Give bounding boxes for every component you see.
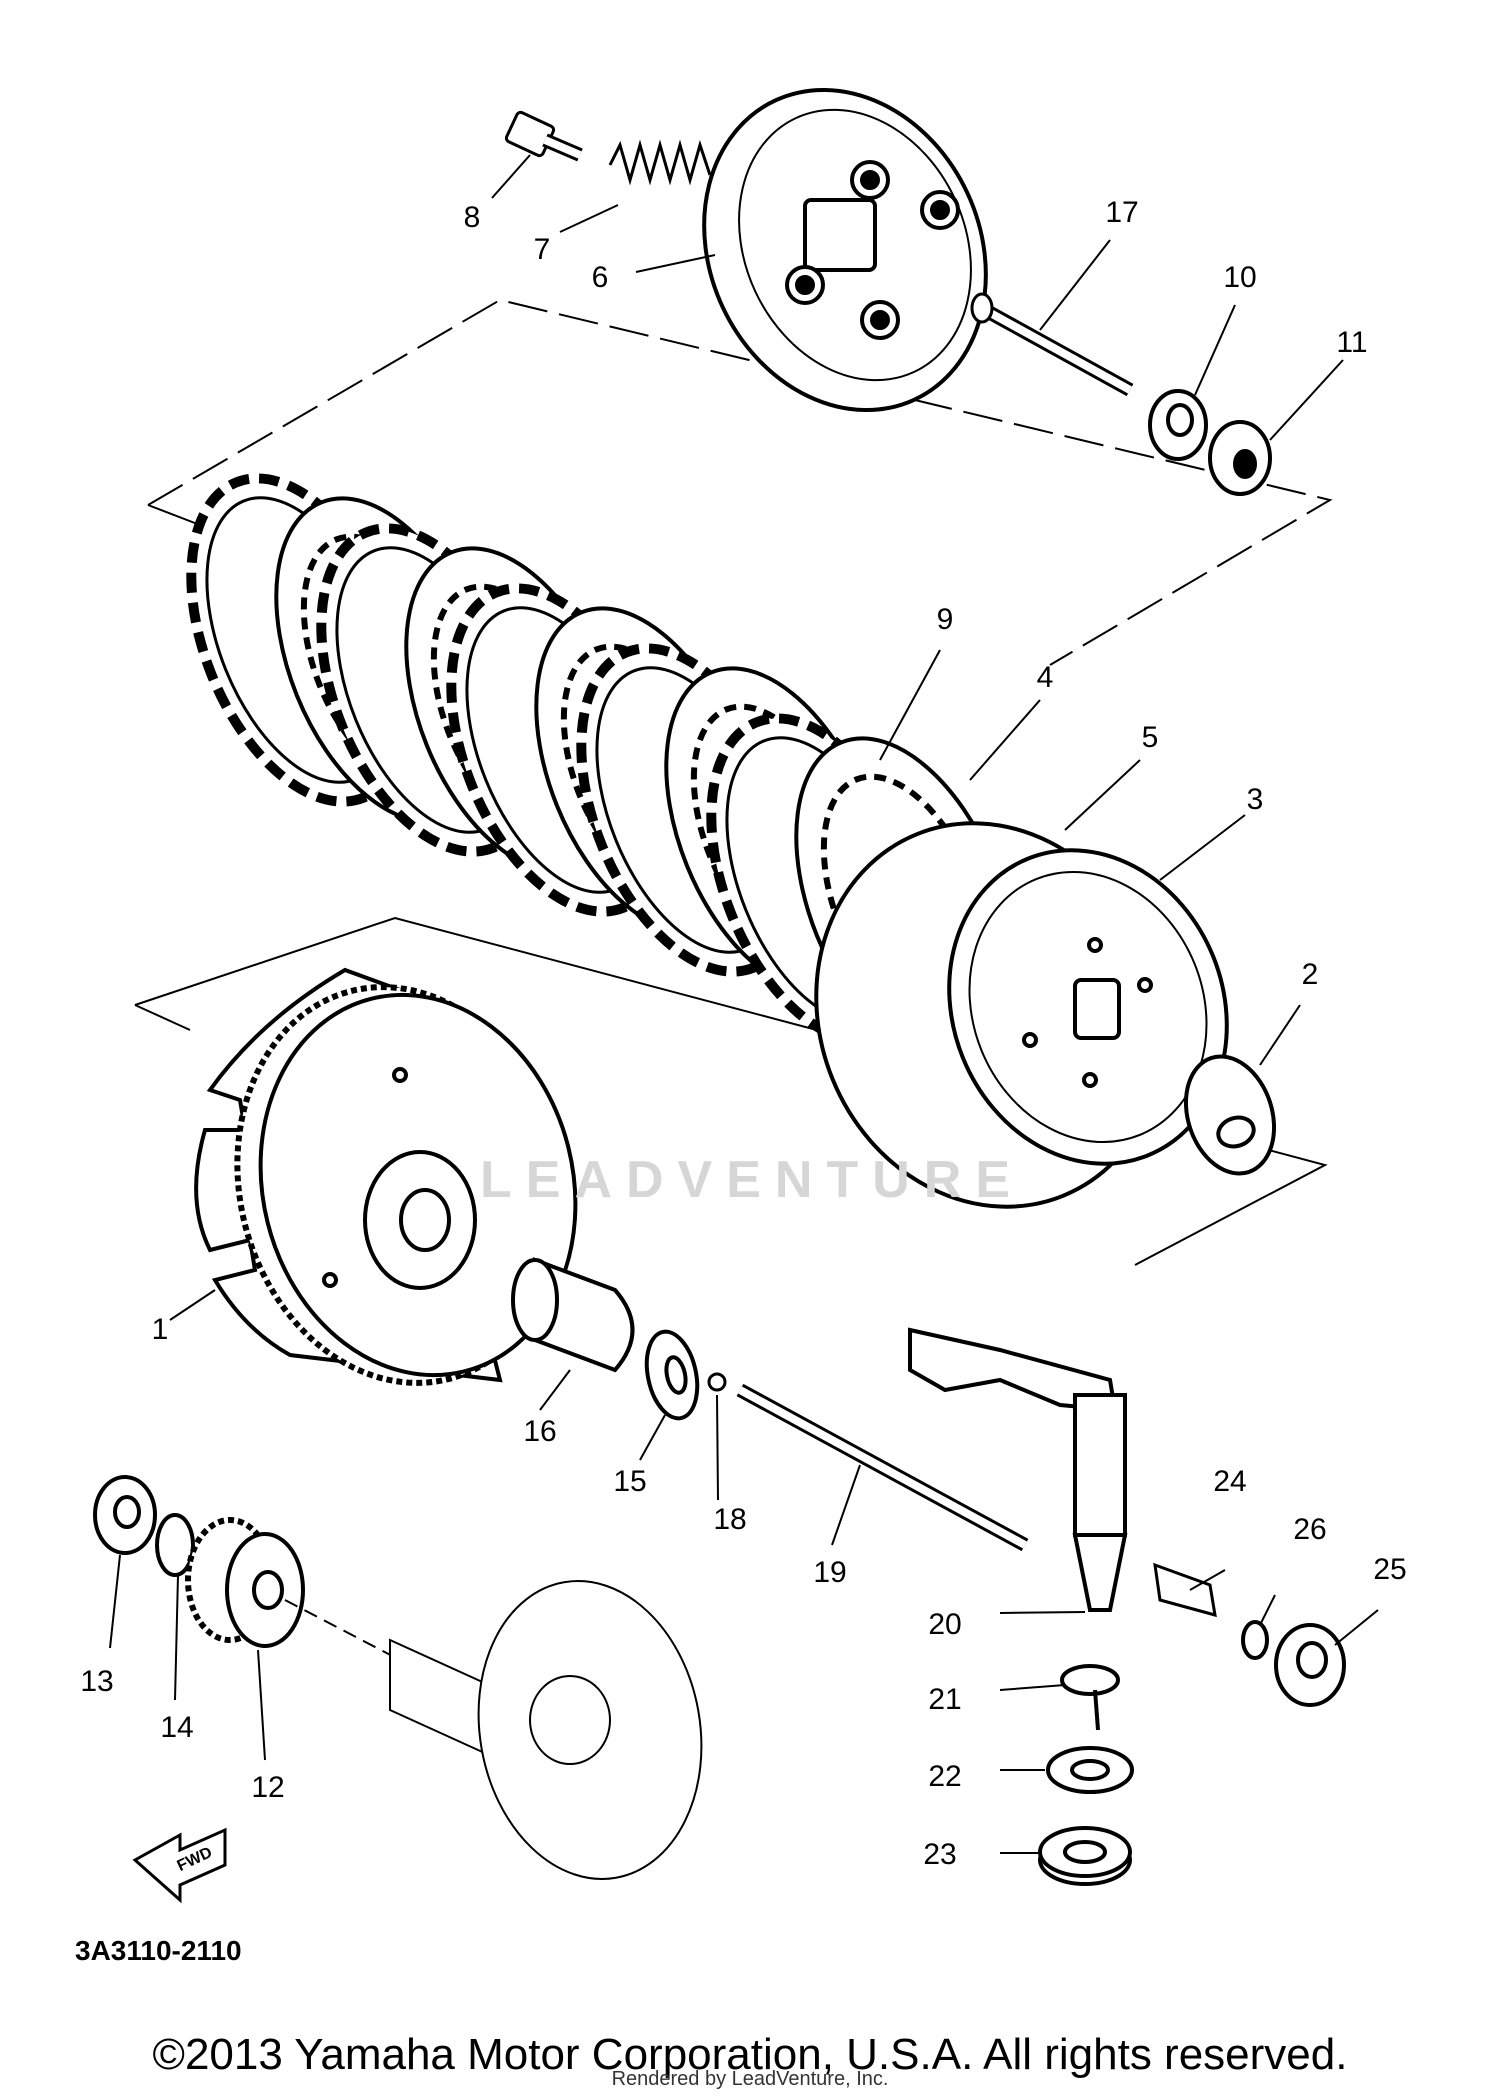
callout-1: 1 — [151, 1313, 169, 1346]
callout-26: 26 — [1293, 1513, 1327, 1546]
callout-23: 23 — [923, 1838, 957, 1871]
bolt-8 — [504, 110, 583, 162]
callout-21: 21 — [928, 1683, 962, 1716]
callout-9: 9 — [936, 603, 954, 636]
copyright-notice: ©2013 Yamaha Motor Corporation, U.S.A. A… — [152, 2030, 1348, 2079]
callout-25: 25 — [1373, 1553, 1407, 1586]
callout-20: 20 — [928, 1608, 962, 1641]
push-rod-17 — [970, 292, 1134, 397]
callout-3: 3 — [1246, 783, 1264, 816]
diagram-code: 3A3110-2110 — [75, 1935, 242, 1966]
locknut-25 — [1274, 1623, 1346, 1707]
washer-11 — [1208, 420, 1272, 496]
callout-11: 11 — [1336, 326, 1368, 359]
callout-12: 12 — [251, 1771, 285, 1804]
thrust-washer-2 — [1183, 1054, 1277, 1176]
friction-and-clutch-plates — [186, 473, 1016, 1064]
callout-24: 24 — [1213, 1465, 1247, 1498]
nut-13 — [93, 1475, 157, 1555]
o-ring-26 — [1241, 1620, 1269, 1660]
rendered-by-note: Rendered by LeadVenture, Inc. — [611, 2068, 889, 2090]
push-lever-20 — [908, 1327, 1128, 1612]
clutch-boss-3 — [814, 821, 1229, 1209]
adjust-screw-24 — [1153, 1562, 1217, 1618]
callout-2: 2 — [1301, 958, 1319, 991]
callout-16: 16 — [523, 1415, 557, 1448]
push-rod-19 — [736, 1383, 1029, 1552]
callout-10: 10 — [1223, 261, 1257, 294]
callout-13: 13 — [80, 1665, 114, 1698]
clutch-exploded-diagram — [93, 87, 1379, 1904]
callout-19: 19 — [813, 1556, 847, 1589]
crankshaft — [284, 1580, 703, 1880]
washer-22 — [1046, 1746, 1134, 1794]
primary-drive-gear-12 — [185, 1517, 305, 1648]
washer-15 — [644, 1329, 700, 1421]
callout-17: 17 — [1105, 196, 1139, 229]
callout-18: 18 — [713, 1503, 747, 1536]
callout-4: 4 — [1036, 661, 1054, 694]
callout-8: 8 — [463, 201, 481, 234]
nut-10 — [1148, 389, 1208, 461]
oil-seal-23 — [1038, 1826, 1132, 1886]
callout-22: 22 — [928, 1760, 962, 1793]
pressure-plate-6 — [702, 87, 988, 413]
leader-lines — [109, 154, 1379, 1854]
callout-5: 5 — [1141, 721, 1159, 754]
fwd-arrow-icon — [132, 1827, 227, 1904]
spring-7 — [608, 139, 712, 186]
ball-18 — [707, 1372, 727, 1392]
bushing-16 — [511, 1257, 635, 1373]
watermark: LEADVENTURE — [480, 1151, 1025, 1209]
circlip-21 — [1060, 1664, 1120, 1731]
clutch-housing-1 — [194, 967, 578, 1386]
washer-14 — [155, 1513, 195, 1577]
callout-6: 6 — [591, 261, 609, 294]
callout-14: 14 — [160, 1711, 194, 1744]
callout-7: 7 — [533, 233, 551, 266]
callout-15: 15 — [613, 1465, 647, 1498]
